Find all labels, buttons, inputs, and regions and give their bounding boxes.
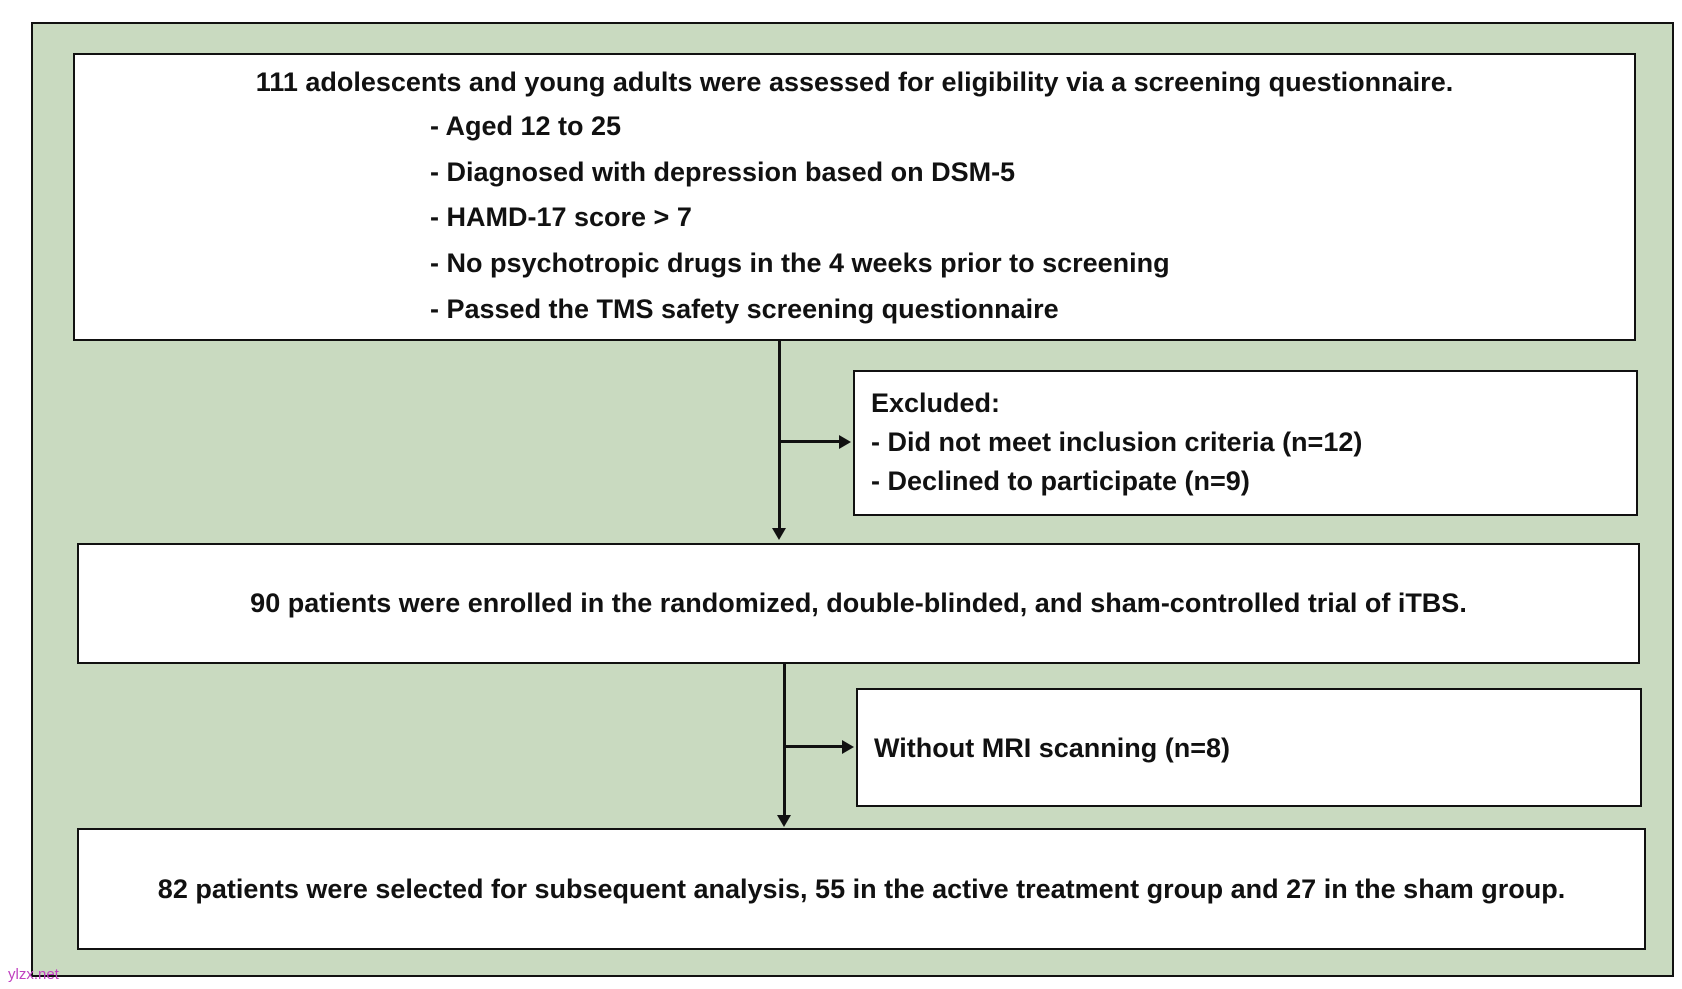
criterion-diagnosis: - Diagnosed with depression based on DSM… xyxy=(430,157,1016,187)
connector-enrolled-to-analysis xyxy=(783,664,786,822)
criterion-no-drugs: - No psychotropic drugs in the 4 weeks p… xyxy=(430,248,1170,278)
arrowhead-to-analysis xyxy=(777,815,791,827)
analysis-box: 82 patients were selected for subsequent… xyxy=(77,828,1646,950)
no-mri-text: Without MRI scanning (n=8) xyxy=(874,733,1230,763)
enrolled-text: 90 patients were enrolled in the randomi… xyxy=(250,588,1467,618)
connector-screening-to-enrolled xyxy=(778,341,781,529)
analysis-text: 82 patients were selected for subsequent… xyxy=(157,874,1566,904)
excluded-item-criteria: - Did not meet inclusion criteria (n=12) xyxy=(871,427,1363,457)
screening-title: 111 adolescents and young adults were as… xyxy=(255,67,1454,97)
arrowhead-to-excluded xyxy=(839,435,851,449)
arrowhead-to-enrolled xyxy=(772,528,786,540)
watermark: ylzx.net xyxy=(8,966,59,983)
no-mri-box: Without MRI scanning (n=8) xyxy=(856,688,1642,807)
excluded-item-declined: - Declined to participate (n=9) xyxy=(871,466,1250,496)
connector-to-no-mri xyxy=(784,745,842,748)
criterion-hamd: - HAMD-17 score > 7 xyxy=(430,202,692,232)
connector-to-excluded xyxy=(779,440,839,443)
criterion-tms-safety: - Passed the TMS safety screening questi… xyxy=(430,294,1059,324)
screening-box: 111 adolescents and young adults were as… xyxy=(73,53,1636,341)
enrolled-box: 90 patients were enrolled in the randomi… xyxy=(77,543,1640,664)
excluded-box: Excluded: - Did not meet inclusion crite… xyxy=(853,370,1638,516)
excluded-heading: Excluded: xyxy=(871,388,1001,418)
arrowhead-to-no-mri xyxy=(842,740,854,754)
criterion-age: - Aged 12 to 25 xyxy=(430,111,622,141)
